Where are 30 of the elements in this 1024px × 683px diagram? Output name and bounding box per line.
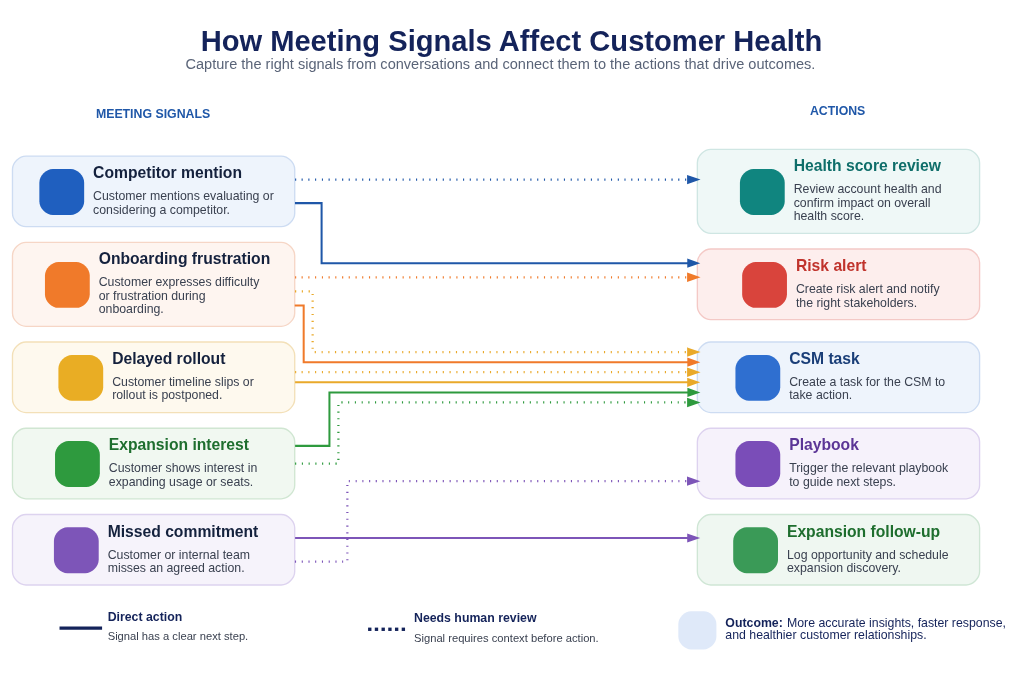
arrow xyxy=(295,387,701,447)
arrow xyxy=(295,532,701,543)
node-box: Missed commitment Customer or internal team misses an agreed action. xyxy=(11,513,296,586)
label: ACTIONS xyxy=(809,103,866,118)
node-box: Health score review Review account health and confirm impact on overall health score. xyxy=(696,148,981,234)
node-box: Onboarding frustration Customer expresses difficulty or frustration during onboarding. xyxy=(11,241,296,327)
arrow xyxy=(294,304,701,367)
label: MEETING SIGNALS xyxy=(95,106,211,121)
arrow xyxy=(295,289,701,357)
arrow xyxy=(295,174,701,184)
node-box: Risk alert Create risk alert and notify the right stakeholders. xyxy=(696,247,981,320)
arrow xyxy=(295,201,701,268)
legend-label: Needs human review xyxy=(414,610,537,625)
arrow xyxy=(294,475,701,563)
node-box: Delayed rollout Customer timeline slips or rollout is postponed. xyxy=(11,340,296,413)
node-box: CSM task Create a task for the CSM to take action. xyxy=(696,340,981,413)
node-box: Competitor mention Customer mentions evaluating or considering a competitor. xyxy=(11,154,296,227)
caption: Capture the right signals from conversations and connect them to the actions that drive outcomes. xyxy=(185,55,816,72)
legend-label: Direct action xyxy=(107,609,183,624)
label: Signal requires context before action. xyxy=(414,631,599,644)
node-box: Expansion follow-up Log opportunity and schedule expansion discovery. xyxy=(696,513,981,586)
arrow xyxy=(295,367,701,377)
arrow xyxy=(295,272,701,282)
node-box: Playbook Trigger the relevant playbook to guide next steps. xyxy=(696,427,981,499)
arrow xyxy=(295,377,701,387)
node-box: Expansion interest Customer shows interest in expanding usage or seats. xyxy=(11,427,296,499)
label: Outcome: More accurate insights, faster response, and healthier customer relationships. xyxy=(725,615,1006,642)
arrow xyxy=(295,397,701,465)
diagram-title: How Meeting Signals Affect Customer Health xyxy=(200,24,823,57)
label: Signal has a clear next step. xyxy=(107,629,249,642)
